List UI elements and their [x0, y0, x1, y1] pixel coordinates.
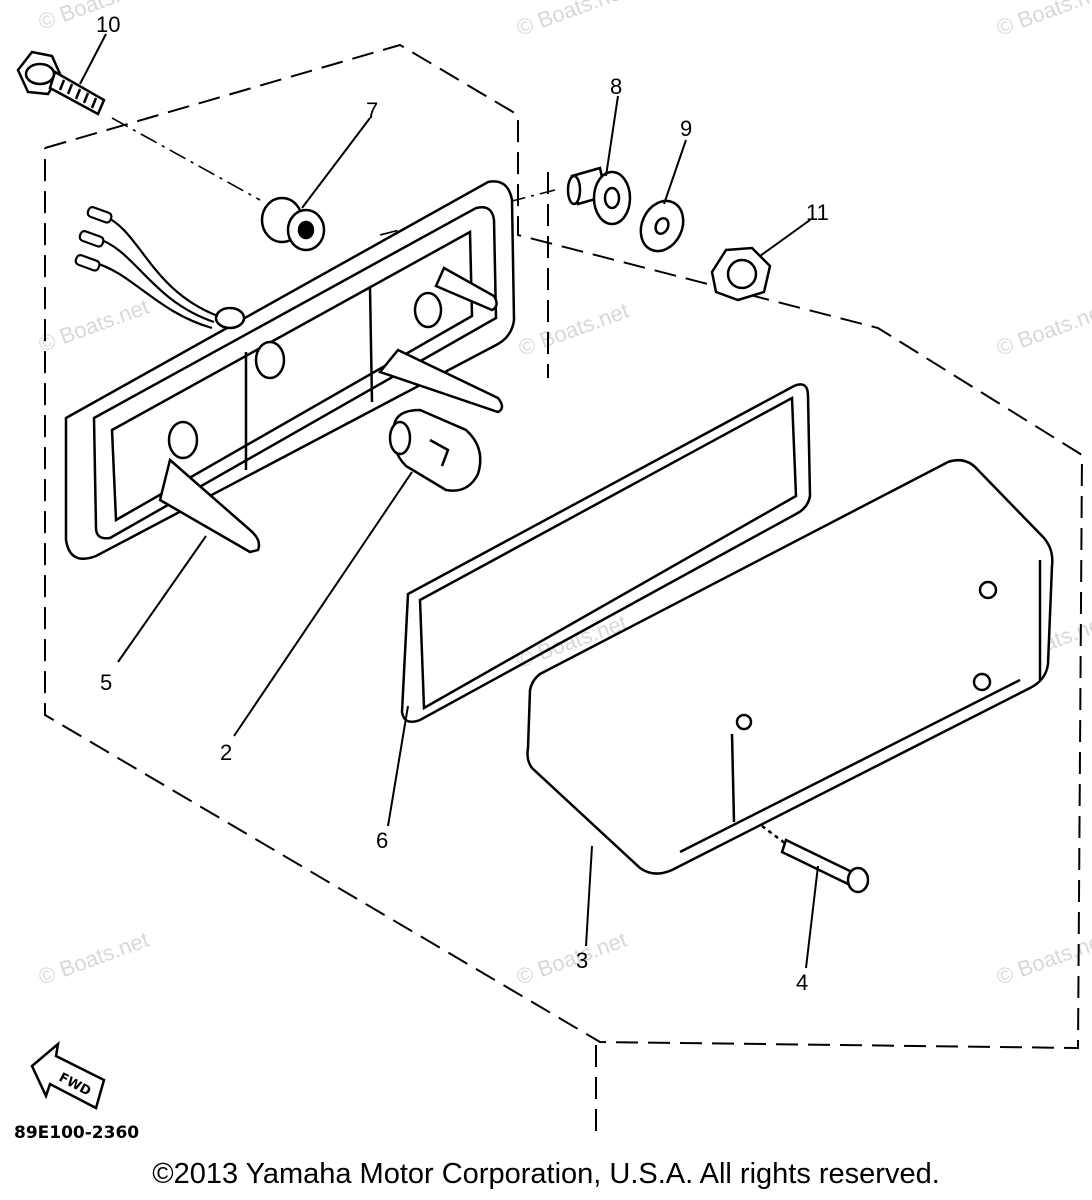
watermark: © Boats.net [35, 294, 152, 357]
callout-leaders [79, 33, 819, 969]
bulb-part-2 [388, 408, 482, 492]
callout-label: 3 [576, 948, 588, 973]
grommet-part-7 [260, 196, 326, 252]
callout-label: 11 [806, 200, 829, 225]
taillight-housing-part-5 [64, 180, 516, 560]
outline-left-group [44, 43, 1084, 1050]
assembly-outline [44, 43, 1084, 1138]
watermark: © Boats.net [35, 0, 152, 35]
callout-label: 7 [366, 98, 378, 123]
callout-label: 10 [96, 12, 120, 37]
callout-label: 9 [680, 116, 692, 141]
washer-part-9 [639, 199, 685, 253]
callout-numbers: 10 7 8 9 11 5 2 6 3 4 [96, 12, 829, 995]
bolt-leader-line [111, 117, 261, 201]
watermark: © Boats.net [515, 298, 632, 361]
gasket-part-6 [400, 383, 812, 723]
nut-part-11 [710, 246, 772, 302]
callout-label: 8 [610, 74, 622, 99]
copyright-notice: ©2013 Yamaha Motor Corporation, U.S.A. A… [152, 1158, 940, 1190]
collar-part-8 [566, 166, 632, 226]
screw-part-4 [761, 825, 870, 894]
watermark: © Boats.net [513, 927, 630, 990]
bolt-part-10 [16, 50, 106, 116]
diagram-ref-code: 89E100-2360 [14, 1123, 139, 1143]
callout-label: 2 [220, 740, 232, 765]
callout-label: 4 [796, 970, 808, 995]
watermark: © Boats.net [513, 0, 630, 41]
callout-label: 6 [376, 828, 388, 853]
wire-harness [74, 206, 219, 330]
watermark: © Boats.net [993, 298, 1092, 361]
watermark: © Boats.net [993, 927, 1092, 990]
fwd-arrow-icon: FWD [30, 1040, 106, 1110]
watermark: © Boats.net [993, 0, 1092, 41]
lens-part-3 [526, 459, 1054, 875]
callout-label: 5 [100, 670, 112, 695]
watermark: © Boats.net [35, 927, 152, 990]
